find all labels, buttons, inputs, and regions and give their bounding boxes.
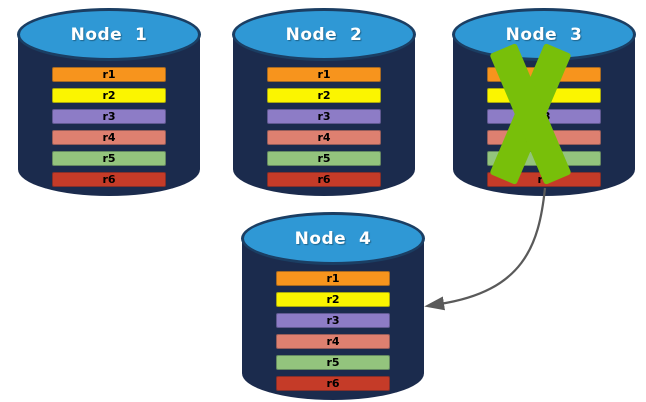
replica-bar-r4: r4 <box>487 130 601 145</box>
replica-bar-r6: r6 <box>276 376 390 391</box>
failover-arrow-path <box>424 187 547 311</box>
node-4-title: Node 4 <box>294 228 372 249</box>
node-2-cylinder-top: Node 2 <box>232 8 416 61</box>
node-3-title: Node 3 <box>505 24 583 45</box>
replica-bar-r4: r4 <box>267 130 381 145</box>
node-2-title: Node 2 <box>285 24 363 45</box>
node-1-replica-stack: r1 r2 r3 r4 r5 r6 <box>52 67 166 187</box>
replica-bar-r2: r2 <box>276 292 390 307</box>
replica-bar-r2: r2 <box>487 88 601 103</box>
node-4-replica-stack: r1 r2 r3 r4 r5 r6 <box>276 271 390 391</box>
replica-bar-r6: r6 <box>52 172 166 187</box>
replica-bar-r3: r3 <box>52 109 166 124</box>
replica-bar-r1: r1 <box>267 67 381 82</box>
replica-bar-r5: r5 <box>267 151 381 166</box>
node-4-cylinder-top: Node 4 <box>241 212 425 265</box>
node-4-cylinder: Node 4 r1 r2 r3 r4 r5 r6 <box>241 212 425 400</box>
replica-bar-r3: r3 <box>487 109 601 124</box>
node-3-cylinder: Node 3 r1 r2 r3 r4 r5 r6 <box>452 8 636 196</box>
replica-bar-r1: r1 <box>52 67 166 82</box>
node-2-replica-stack: r1 r2 r3 r4 r5 r6 <box>267 67 381 187</box>
node-1-cylinder: Node 1 r1 r2 r3 r4 r5 r6 <box>17 8 201 196</box>
replica-bar-r3: r3 <box>267 109 381 124</box>
replica-bar-r4: r4 <box>52 130 166 145</box>
replica-bar-r6: r6 <box>487 172 601 187</box>
replica-bar-r6: r6 <box>267 172 381 187</box>
replica-bar-r5: r5 <box>276 355 390 370</box>
replica-bar-r5: r5 <box>52 151 166 166</box>
replica-bar-r2: r2 <box>52 88 166 103</box>
replica-bar-r3: r3 <box>276 313 390 328</box>
replica-bar-r5: r5 <box>487 151 601 166</box>
node-2-cylinder: Node 2 r1 r2 r3 r4 r5 r6 <box>232 8 416 196</box>
node-1-cylinder-top: Node 1 <box>17 8 201 61</box>
replica-bar-r2: r2 <box>267 88 381 103</box>
replica-bar-r1: r1 <box>487 67 601 82</box>
replica-bar-r1: r1 <box>276 271 390 286</box>
node-1-title: Node 1 <box>70 24 148 45</box>
node-3-cylinder-top: Node 3 <box>452 8 636 61</box>
replica-bar-r4: r4 <box>276 334 390 349</box>
node-3-replica-stack: r1 r2 r3 r4 r5 r6 <box>487 67 601 187</box>
